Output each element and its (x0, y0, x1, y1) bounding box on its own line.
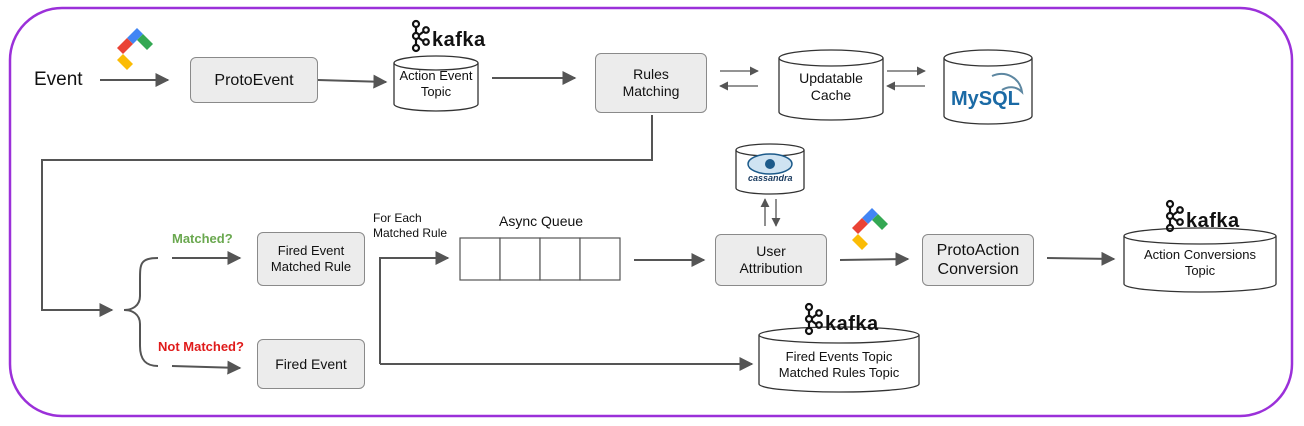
kafka-logo-icon (1165, 199, 1184, 233)
user-attribution-node: User Attribution (715, 234, 827, 286)
mysql-logo-icon (991, 73, 1024, 95)
kafka-logo-icon (804, 302, 823, 336)
cassandra-logo-icon (747, 153, 793, 175)
updatable-cache-label: Updatable Cache (799, 70, 863, 103)
arrow-attribution-to-protoaction (839, 252, 910, 267)
mysql-logo-text: MySQL (951, 88, 1020, 110)
kafka-logo-icon (411, 19, 430, 53)
cassandra-logo-text: cassandra (748, 173, 793, 183)
action-event-topic-cylinder (393, 55, 479, 112)
arrow-rules-to-router (41, 115, 653, 317)
kafka-logo-text: kafka (1186, 210, 1240, 232)
protoevent-node: ProtoEvent (190, 57, 318, 103)
google-cloud-icon (117, 28, 153, 70)
async-queue (459, 237, 621, 281)
arrow-protoevent-to-kafka (317, 74, 388, 89)
event-source-label: Event (34, 69, 83, 90)
arrow-protoaction-to-kafka (1046, 251, 1116, 266)
matched-label: Matched? (172, 231, 233, 246)
updatable-cache-cylinder (778, 49, 884, 121)
protoaction-conversion-node: ProtoAction Conversion (922, 234, 1034, 286)
action-conversions-topic-cylinder (1123, 227, 1277, 293)
not-matched-label: Not Matched? (158, 339, 244, 354)
fired-events-topic-label: Fired Events Topic Matched Rules Topic (778, 349, 900, 380)
kafka-logo-text: kafka (825, 313, 879, 335)
fired-event-node: Fired Event (257, 339, 365, 389)
fired-event-matched-rule-node: Fired Event Matched Rule (257, 232, 365, 286)
arrow-to-async-queue (379, 251, 450, 364)
action-event-topic-label: Action Event Topic (399, 68, 473, 99)
rules-matching-node: Rules Matching (595, 53, 707, 113)
outer-border (8, 6, 1294, 418)
for-each-matched-rule-label: For Each Matched Rule (373, 211, 448, 240)
arrow-to-fired-event (171, 360, 242, 375)
fired-events-topic-cylinder (758, 326, 920, 393)
async-queue-label: Async Queue (499, 213, 584, 229)
router-brace (123, 257, 159, 367)
kafka-logo-text: kafka (432, 29, 486, 51)
mysql-cylinder (943, 49, 1033, 125)
google-cloud-icon (852, 208, 888, 250)
action-conversions-topic-label: Action Conversions Topic (1144, 247, 1256, 278)
